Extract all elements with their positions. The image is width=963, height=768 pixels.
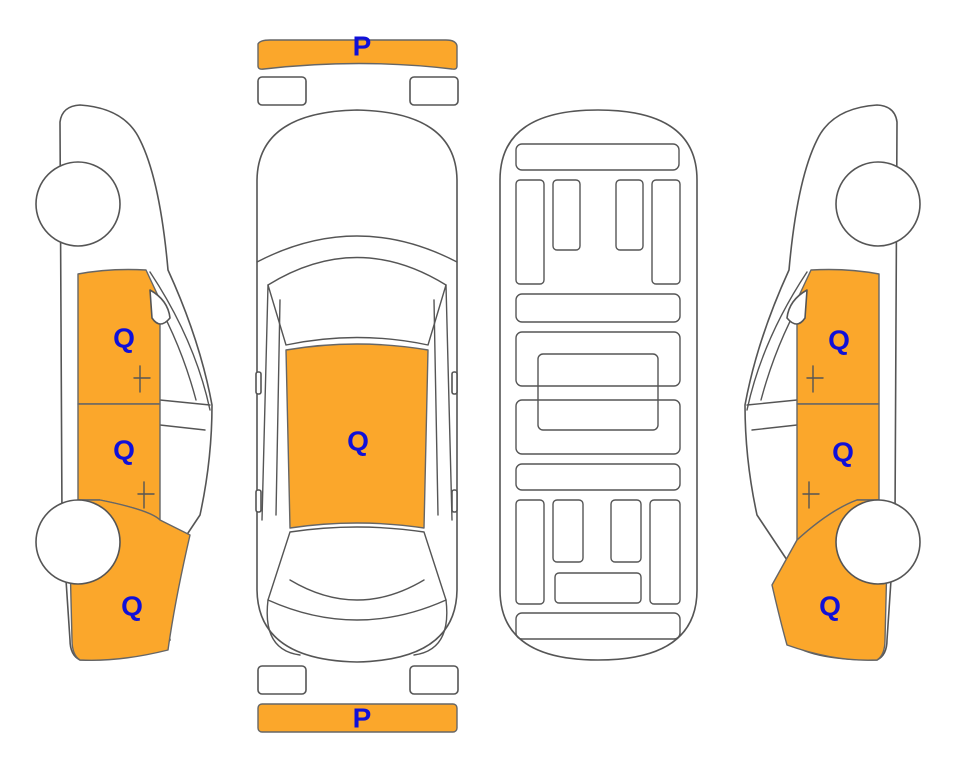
roof-part[interactable] [285,343,429,529]
front-bumper-part[interactable] [257,39,458,70]
underside-body[interactable] [499,109,698,661]
right-rear-door-label: Q [832,437,854,468]
left-rear-wheel[interactable] [35,499,121,585]
right-rear-quarter-label: Q [819,591,841,622]
left-side-view: Q Q Q [35,104,213,661]
left-rear-door-label: Q [113,435,135,466]
top-view: P Q P [255,31,459,734]
roof-label: Q [347,426,369,457]
left-rear-quarter-label: Q [121,591,143,622]
front-left-light[interactable] [257,76,307,106]
left-front-wheel[interactable] [35,161,121,247]
right-front-wheel[interactable] [835,161,921,247]
right-rear-wheel[interactable] [835,499,921,585]
rear-bumper-label: P [353,703,372,734]
rear-bumper-part[interactable] [257,703,458,733]
underside-view [499,109,698,661]
right-side-view: Q Q Q [744,104,921,661]
rear-right-light[interactable] [409,665,459,695]
right-front-door-label: Q [828,325,850,356]
front-bumper-label: P [353,31,372,62]
right-front-door-part[interactable] [796,268,880,405]
rear-left-light[interactable] [257,665,307,695]
left-front-door-label: Q [113,323,135,354]
front-right-light[interactable] [409,76,459,106]
